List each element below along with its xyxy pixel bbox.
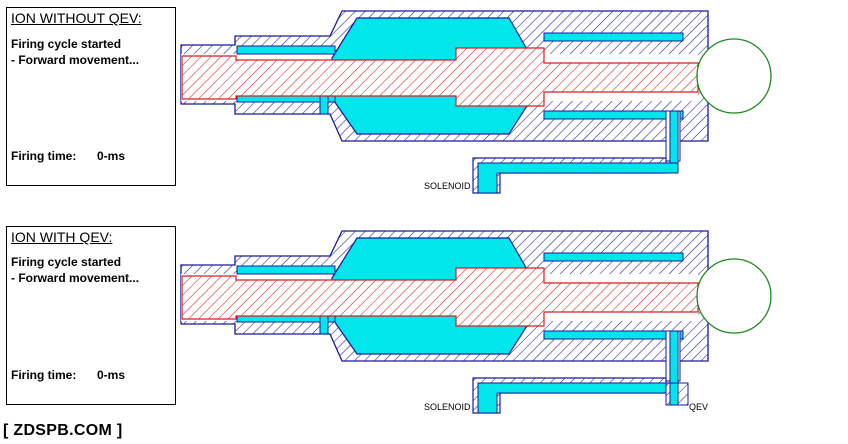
qev-label: QEV	[689, 402, 708, 412]
diagram-without-qev: SOLENOID	[180, 10, 772, 194]
firing-time: Firing time: 0-ms	[11, 368, 125, 382]
firing-time-label: Firing time:	[11, 368, 77, 382]
solenoid-label: SOLENOID	[424, 402, 471, 412]
panel-with-qev: ION WITH QEV: Firing cycle started - For…	[6, 226, 176, 405]
panel-title: ION WITH QEV:	[11, 229, 113, 245]
panel-without-qev: ION WITHOUT QEV: Firing cycle started - …	[6, 7, 176, 186]
solenoid-label: SOLENOID	[424, 181, 471, 191]
panel-title: ION WITHOUT QEV:	[11, 10, 142, 26]
status-line-2: - Forward movement...	[11, 53, 140, 67]
firing-time-label: Firing time:	[11, 149, 77, 163]
status-line-1: Firing cycle started	[11, 255, 122, 269]
status-line-2: - Forward movement...	[11, 271, 140, 285]
firing-time-value: 0-ms	[97, 149, 126, 163]
firing-time: Firing time: 0-ms	[11, 149, 125, 163]
status-line-1: Firing cycle started	[11, 37, 122, 51]
firing-time-value: 0-ms	[97, 368, 126, 382]
footer-brand: [ ZDSPB.COM ]	[3, 422, 123, 439]
diagram-with-qev: SOLENOID QEV	[180, 230, 772, 414]
